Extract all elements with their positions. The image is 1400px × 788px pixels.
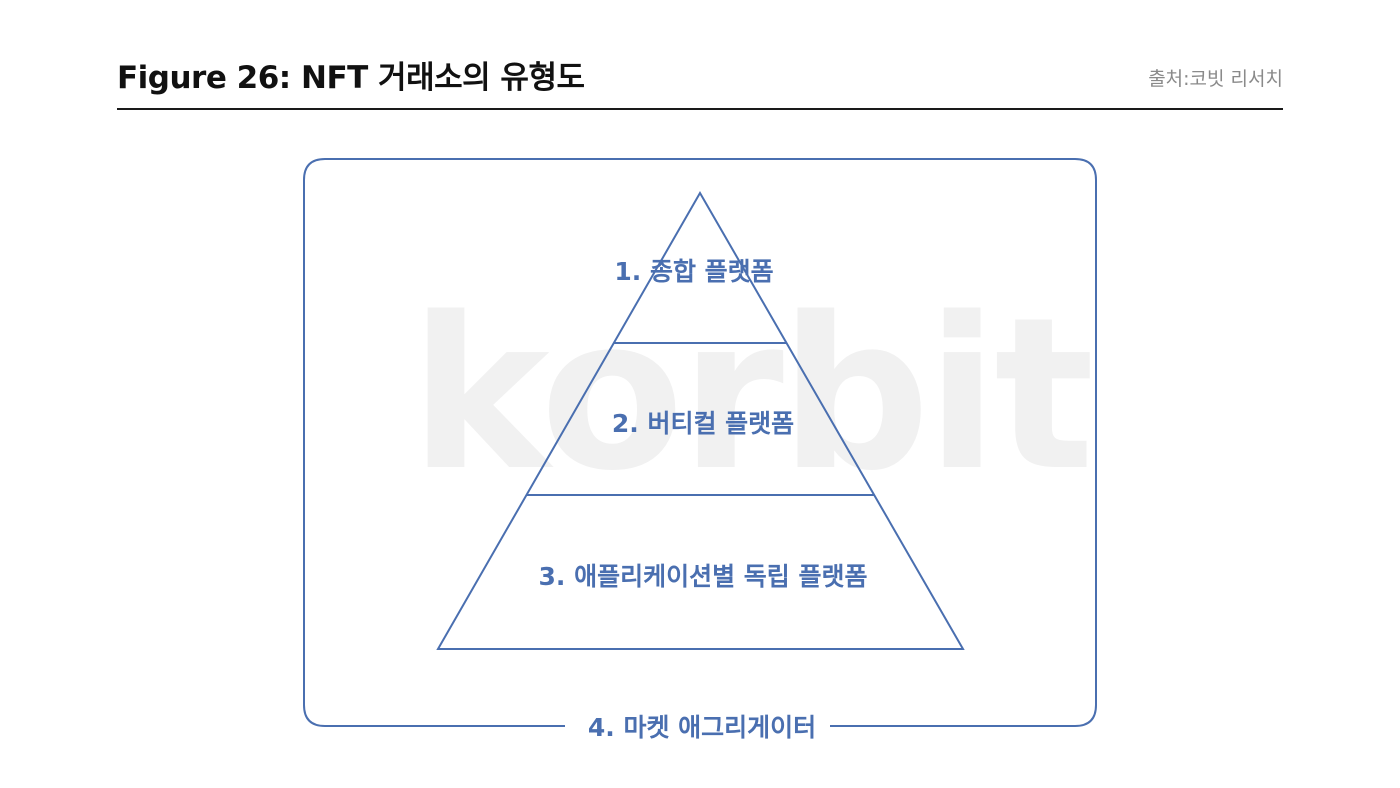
figure-title: Figure 26: NFT 거래소의 유형도	[117, 60, 585, 96]
source-credit: 출처:코빗 리서치	[1148, 68, 1283, 90]
title-divider	[117, 108, 1283, 110]
level-1-label: 1. 종합 플랫폼	[614, 257, 773, 286]
watermark-logo: korbit	[410, 272, 1095, 517]
aggregator-frame	[303, 158, 1097, 727]
level-4-label: 4. 마켓 애그리게이터	[588, 713, 816, 742]
level-3-label: 3. 애플리케이션별 독립 플랫폼	[538, 562, 867, 591]
level-2-label: 2. 버티컬 플랫폼	[612, 409, 794, 438]
pyramid-outline	[436, 190, 965, 650]
